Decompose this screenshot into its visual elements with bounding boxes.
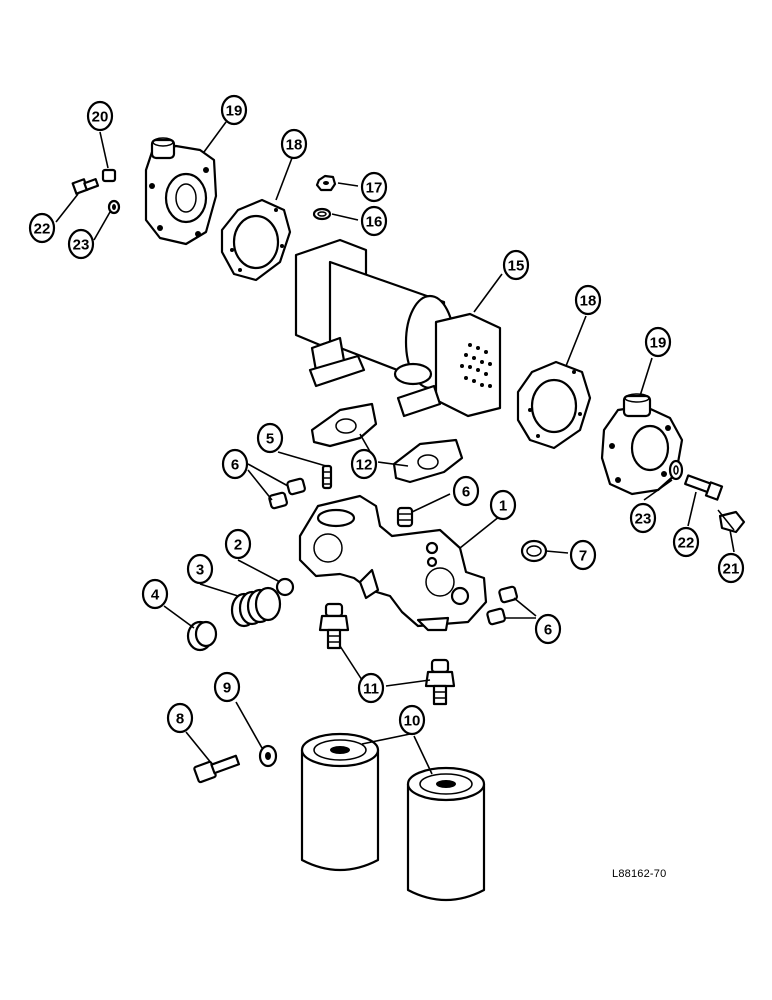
callout-18-right: 18	[574, 284, 602, 316]
part-adapters-11	[318, 602, 456, 706]
callout-1-label: 1	[499, 498, 507, 515]
callout-11: 11	[357, 672, 385, 704]
callout-19-right-label: 19	[650, 335, 667, 352]
part-gasket-18-top	[220, 198, 292, 282]
callout-19-left: 19	[220, 94, 248, 126]
callout-16: 16	[360, 205, 388, 237]
callout-8: 8	[166, 702, 194, 734]
callout-9-label: 9	[223, 680, 231, 697]
callout-23-left-label: 23	[73, 237, 90, 254]
callout-5: 5	[256, 422, 284, 454]
callout-22-left-label: 22	[34, 221, 51, 238]
part-oil-cooler-15	[294, 238, 502, 418]
callout-18-right-label: 18	[580, 293, 597, 310]
part-plug-20	[101, 168, 117, 183]
callout-4-label: 4	[151, 587, 160, 604]
callout-19-right: 19	[644, 326, 672, 358]
callout-10-label: 10	[404, 713, 421, 730]
callout-2-label: 2	[234, 537, 242, 554]
callout-12: 12	[350, 448, 378, 480]
part-washer-23-right	[668, 459, 684, 481]
part-ball-2	[275, 577, 295, 597]
callout-11-label: 11	[363, 681, 379, 698]
part-end-cover-19-right	[600, 393, 684, 496]
part-washer-23-left	[107, 199, 121, 215]
part-oring-7	[520, 539, 548, 563]
callout-15: 15	[502, 249, 530, 281]
callout-3-label: 3	[196, 562, 204, 579]
part-filter-head-1	[298, 494, 488, 632]
callout-7: 7	[569, 539, 597, 571]
callout-21-label: 21	[723, 561, 740, 578]
callout-7-label: 7	[579, 548, 587, 565]
part-nut-17	[315, 174, 337, 192]
callout-23-right-label: 23	[635, 511, 652, 528]
callout-10: 10	[398, 704, 426, 736]
part-washer-9	[258, 744, 278, 768]
callout-6-upper-left: 6	[221, 448, 249, 480]
part-lockwasher-16	[312, 207, 332, 221]
callout-19-left-label: 19	[226, 103, 243, 120]
callout-22-right-label: 22	[678, 535, 695, 552]
callout-16-label: 16	[366, 214, 383, 231]
callout-3: 3	[186, 553, 214, 585]
part-bolt-22-left	[71, 178, 100, 195]
callout-22-left: 22	[28, 212, 56, 244]
drawing-reference-code: L88162-70	[612, 868, 667, 880]
callout-17: 17	[360, 171, 388, 203]
part-drain-cock-21	[717, 509, 746, 534]
part-cap-4	[186, 620, 218, 652]
part-bolt-22-right	[684, 474, 724, 501]
callout-4: 4	[141, 578, 169, 610]
callout-18-top: 18	[280, 128, 308, 160]
callout-5-label: 5	[266, 431, 274, 448]
part-spring-3	[230, 586, 282, 628]
callout-12-label: 12	[356, 457, 373, 474]
callout-23-left: 23	[67, 228, 95, 260]
callout-9: 9	[213, 671, 241, 703]
callout-23-right: 23	[629, 502, 657, 534]
callout-17-label: 17	[366, 180, 383, 197]
callout-20: 20	[86, 100, 114, 132]
part-bolt-8	[193, 754, 241, 784]
callout-8-label: 8	[176, 711, 184, 728]
callout-20-label: 20	[92, 109, 109, 126]
part-gasket-18-right	[516, 360, 592, 450]
cooler-core-dots	[460, 343, 492, 388]
part-plugs-6-lower-right	[486, 585, 518, 626]
part-plugs-6-upper-left	[268, 477, 306, 510]
callout-6-center-label: 6	[462, 484, 470, 501]
callout-15-label: 15	[508, 258, 525, 275]
callout-2: 2	[224, 528, 252, 560]
callout-6-upper-left-label: 6	[231, 457, 239, 474]
part-filters-10	[300, 732, 486, 902]
part-end-cover-19-left	[144, 137, 218, 246]
part-stud-5	[321, 464, 333, 490]
callout-21: 21	[717, 552, 745, 584]
part-gaskets-12	[310, 402, 464, 484]
callout-6-lower-right: 6	[534, 613, 562, 645]
part-plug-6-center	[396, 506, 414, 528]
callout-18-top-label: 18	[286, 137, 303, 154]
callout-22-right: 22	[672, 526, 700, 558]
callout-6-center: 6	[452, 475, 480, 507]
callout-6-lower-right-label: 6	[544, 622, 552, 639]
callout-1: 1	[489, 489, 517, 521]
